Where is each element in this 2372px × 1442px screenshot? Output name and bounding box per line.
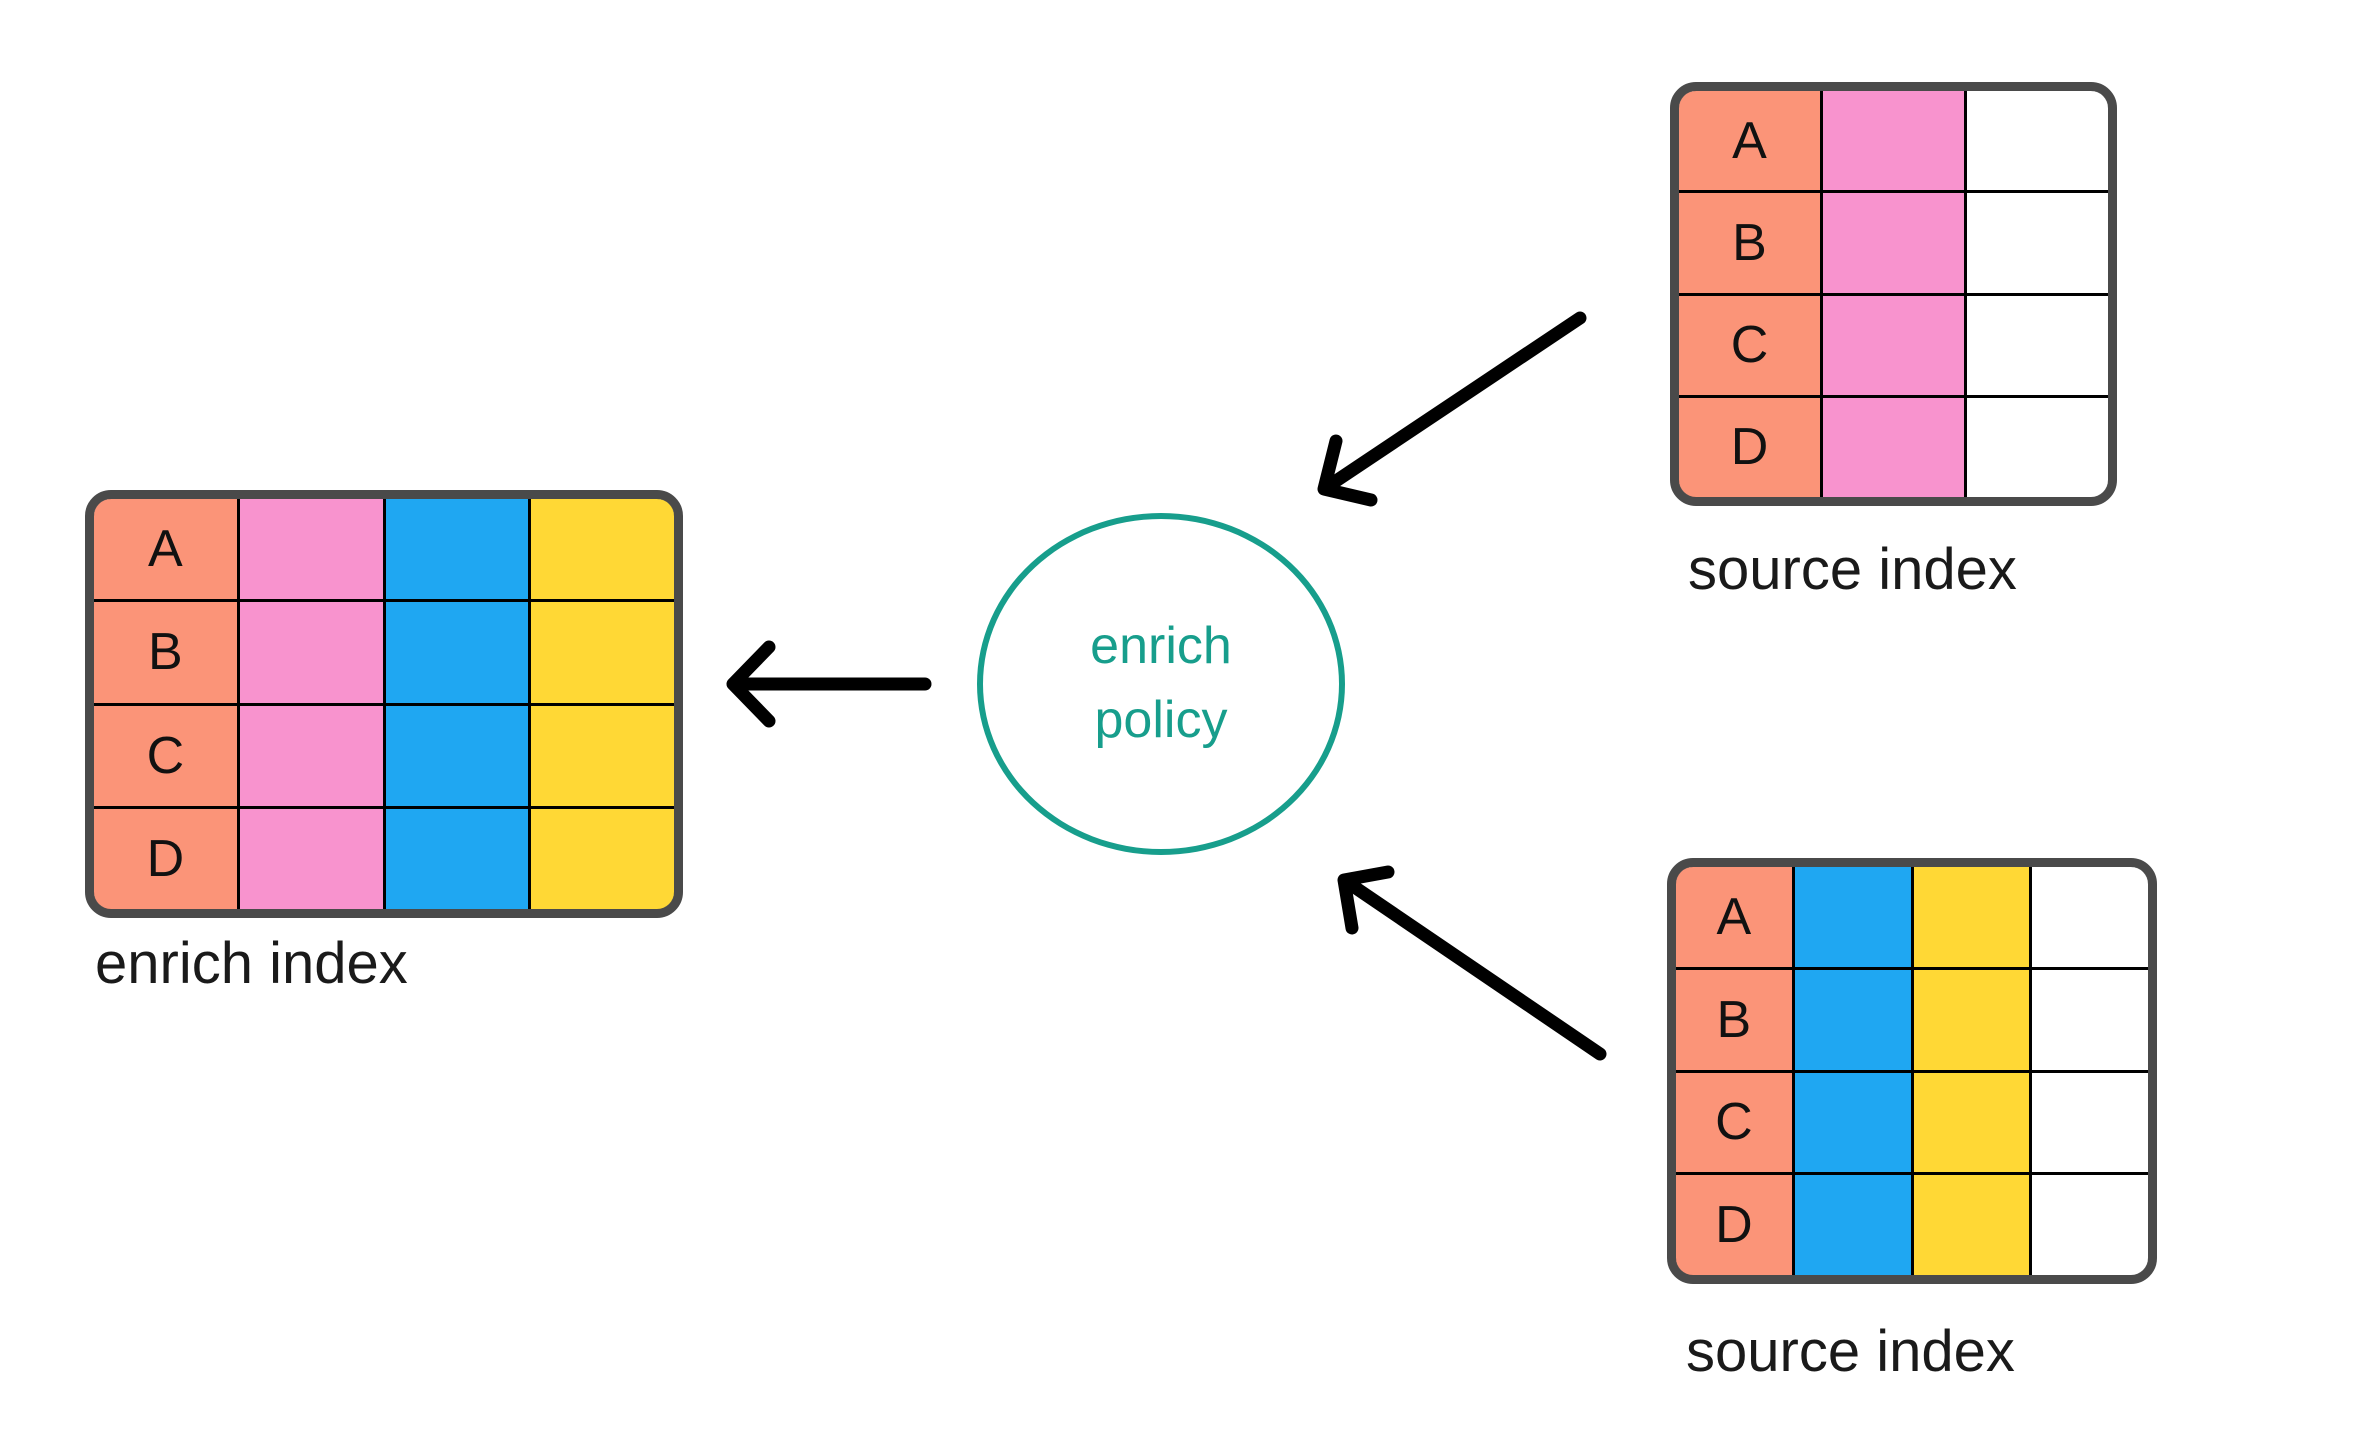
source-index-top-table: A B C D: [1670, 82, 2117, 506]
table-cell: [1794, 969, 1911, 1070]
table-cell: [1967, 91, 2108, 191]
enrich-index-label: enrich index: [95, 931, 408, 996]
row-label-cell: B: [94, 602, 237, 703]
table-cell: [1823, 193, 1964, 293]
source-index-bottom-grid: A B C D: [1676, 867, 2148, 1275]
table-cell: [531, 499, 674, 600]
row-label-cell: D: [94, 808, 237, 909]
arrow-source-top-to-policy: [1317, 311, 1587, 507]
table-cell: [1794, 867, 1911, 967]
table-cell: [531, 602, 674, 703]
table-cell: [1823, 295, 1964, 395]
enrich-index-table: A B C D: [85, 490, 683, 918]
table-cell: [531, 705, 674, 806]
table-cell: [1967, 295, 2108, 395]
row-label-cell: A: [94, 499, 237, 600]
table-cell: [385, 499, 529, 600]
table-cell: [1794, 1072, 1911, 1173]
table-cell: [385, 705, 529, 806]
table-cell: [1967, 193, 2108, 293]
table-cell: [385, 808, 529, 909]
row-label-cell: C: [94, 705, 237, 806]
row-label-cell: D: [1679, 397, 1820, 497]
row-label-cell: A: [1679, 91, 1820, 191]
table-cell: [1967, 397, 2108, 497]
table-cell: [385, 602, 529, 703]
table-cell: [1913, 1072, 2030, 1173]
row-label-cell: C: [1676, 1072, 1792, 1173]
table-cell: [2032, 867, 2148, 967]
table-cell: [1913, 867, 2030, 967]
enrich-policy-circle: enrich policy: [977, 513, 1345, 855]
table-cell: [1913, 1175, 2030, 1275]
row-label-cell: C: [1679, 295, 1820, 395]
table-cell: [2032, 969, 2148, 1070]
table-cell: [531, 808, 674, 909]
table-cell: [1794, 1175, 1911, 1275]
table-cell: [239, 499, 383, 600]
row-label-cell: A: [1676, 867, 1792, 967]
source-index-top-grid: A B C D: [1679, 91, 2108, 497]
enrich-policy-label-line1: enrich: [1090, 617, 1232, 676]
table-cell: [2032, 1072, 2148, 1173]
table-cell: [239, 808, 383, 909]
enrich-policy-label: enrich policy: [1090, 610, 1232, 758]
source-index-top-label: source index: [1688, 537, 2017, 602]
table-cell: [239, 602, 383, 703]
table-cell: [2032, 1175, 2148, 1275]
table-cell: [1823, 397, 1964, 497]
source-index-bottom-label: source index: [1686, 1319, 2015, 1384]
row-label-cell: D: [1676, 1175, 1792, 1275]
enrich-policy-label-line2: policy: [1094, 691, 1228, 749]
source-index-bottom-table: A B C D: [1667, 858, 2157, 1284]
table-cell: [1913, 969, 2030, 1070]
row-label-cell: B: [1676, 969, 1792, 1070]
arrow-policy-to-enrich-index: [726, 640, 932, 728]
table-cell: [239, 705, 383, 806]
table-cell: [1823, 91, 1964, 191]
arrow-source-bottom-to-policy: [1337, 865, 1607, 1061]
enrich-index-grid: A B C D: [94, 499, 674, 909]
row-label-cell: B: [1679, 193, 1820, 293]
